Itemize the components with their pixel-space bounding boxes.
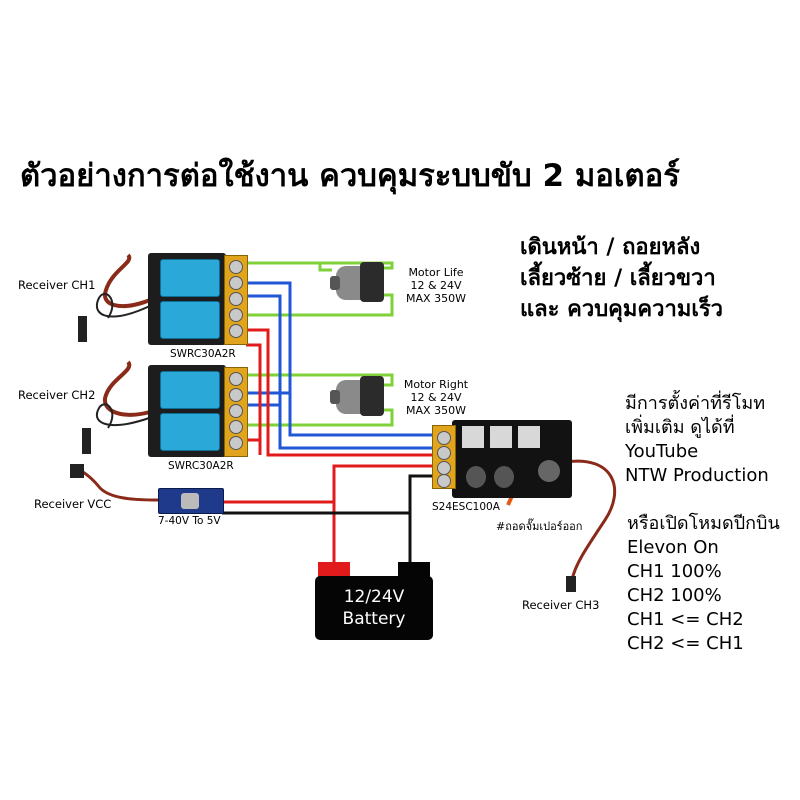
motor-name: Motor Right: [403, 378, 469, 391]
battery-negative-terminal: [398, 562, 430, 578]
relay-module: [160, 413, 220, 451]
esc-board: [452, 420, 572, 498]
black-wire-power: [408, 474, 432, 568]
battery-voltage: 12/24V: [343, 587, 405, 607]
elevon-notes: หรือเปิดโหมดปีกบิน Elevon On CH1 100% CH…: [627, 512, 780, 656]
note-line: CH2 100%: [627, 585, 722, 606]
note-line: เพิ่มเติม ดูได้ที่: [625, 417, 735, 438]
feature-turn-left-right: เลี้ยวซ้าย / เลี้ยวขวา: [520, 266, 716, 291]
receiver-vcc-label: Receiver VCC: [34, 497, 112, 511]
screw-terminal: [437, 431, 451, 445]
esc-label: S24ESC100A: [432, 501, 500, 513]
green-wire-motor-left-2: [244, 261, 394, 270]
capacitor: [494, 466, 514, 488]
note-line: YouTube: [625, 441, 699, 462]
screw-terminal: [229, 292, 243, 306]
receiver-ch3-label: Receiver CH3: [522, 598, 600, 612]
blue-wire-2: [246, 294, 432, 450]
screw-terminal: [229, 420, 243, 434]
battery-label: Battery: [342, 609, 406, 629]
motor-end-cap: [360, 262, 384, 302]
motor-name: Motor Life: [408, 266, 464, 279]
relay-bottom-label: SWRC30A2R: [168, 460, 234, 472]
green-wire-motor-right-2: [246, 408, 394, 427]
mosfet: [462, 426, 484, 448]
note-line: หรือเปิดโหมดปีกบิน: [627, 513, 780, 534]
green-wire-motor-right-1: [246, 373, 394, 387]
screw-terminal: [229, 308, 243, 322]
motor-shaft: [330, 390, 340, 404]
motor-voltage: 12 & 24V: [410, 391, 462, 404]
motor-left: [330, 262, 386, 306]
battery: 12/24V Battery: [315, 576, 433, 640]
note-line: CH1 <= CH2: [627, 609, 744, 630]
screw-terminal: [229, 372, 243, 386]
feature-speed-control: และ ควบคุมความเร็ว: [520, 297, 724, 322]
receiver-ch2-cable-2: [95, 403, 153, 429]
receiver-ch2-label: Receiver CH2: [18, 388, 96, 402]
motor-right-label: Motor Right 12 & 24V MAX 350W: [396, 378, 476, 417]
capacitor: [466, 466, 486, 488]
relay-top-label: SWRC30A2R: [170, 348, 236, 360]
battery-positive-terminal: [318, 562, 350, 578]
features-list: เดินหน้า / ถอยหลัง เลี้ยวซ้าย / เลี้ยวขว…: [520, 232, 723, 325]
motor-power: MAX 350W: [406, 292, 466, 305]
voltage-regulator: [158, 488, 224, 514]
screw-terminal: [229, 276, 243, 290]
inductor: [181, 493, 199, 509]
screw-terminal: [437, 474, 451, 488]
red-wire-1: [246, 328, 432, 457]
receiver-ch3-plug: [566, 576, 576, 592]
relay-board-top: [148, 253, 226, 345]
note-line: CH1 100%: [627, 561, 722, 582]
motor-shaft: [330, 276, 340, 290]
regulator-label: 7-40V To 5V: [158, 515, 221, 527]
relay-module: [160, 301, 220, 339]
note-line: มีการตั้งค่าที่รีโมท: [625, 393, 766, 414]
mosfet: [490, 426, 512, 448]
note-line: Elevon On: [627, 537, 719, 558]
page-title: ตัวอย่างการต่อใช้งาน ควบคุมระบบขับ 2 มอเ…: [20, 158, 680, 194]
red-wire-power: [332, 464, 432, 568]
terminal-block-bottom: [224, 367, 248, 457]
terminal-block-top: [224, 255, 248, 345]
note-line: NTW Production: [625, 465, 769, 486]
receiver-vcc-plug: [70, 464, 84, 478]
feature-forward-reverse: เดินหน้า / ถอยหลัง: [520, 235, 701, 260]
screw-terminal: [437, 446, 451, 460]
receiver-ch2-plug: [82, 428, 91, 454]
receiver-ch1-plug: [78, 316, 87, 342]
screw-terminal: [437, 461, 451, 475]
screw-terminal: [229, 324, 243, 338]
receiver-ch1-cable-2: [95, 292, 153, 319]
receiver-ch1-cable: [102, 253, 151, 309]
screw-terminal: [229, 436, 243, 450]
receiver-ch2-cable: [102, 360, 151, 417]
mosfet: [518, 426, 540, 448]
relay-module: [160, 371, 220, 409]
screw-terminal: [229, 388, 243, 402]
motor-right: [330, 376, 386, 420]
remote-setup-notes: มีการตั้งค่าที่รีโมท เพิ่มเติม ดูได้ที่ …: [625, 392, 769, 488]
motor-power: MAX 350W: [406, 404, 466, 417]
receiver-ch1-label: Receiver CH1: [18, 278, 96, 292]
potentiometer: [538, 460, 560, 482]
screw-terminal: [229, 404, 243, 418]
receiver-vcc-cable: [79, 468, 159, 502]
motor-end-cap: [360, 376, 384, 416]
screw-terminal: [229, 260, 243, 274]
red-wire-2: [246, 343, 262, 455]
motor-voltage: 12 & 24V: [410, 279, 462, 292]
relay-module: [160, 259, 220, 297]
esc-terminal-block: [432, 425, 456, 489]
green-wire-motor-left-3: [246, 293, 394, 317]
motor-left-label: Motor Life 12 & 24V MAX 350W: [396, 266, 476, 305]
receiver-ch3-cable: [564, 459, 617, 581]
note-line: CH2 <= CH1: [627, 633, 744, 654]
relay-board-bottom: [148, 365, 226, 457]
esc-jumper-note: #ถอดจั๊มเปอร์ออก: [496, 520, 583, 533]
blue-wire-1: [246, 281, 432, 437]
